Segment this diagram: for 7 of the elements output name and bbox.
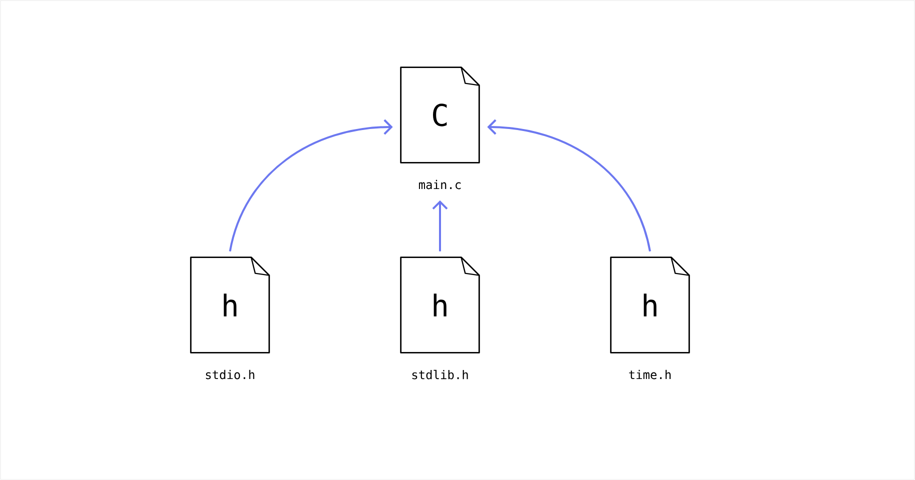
file-name-label: stdlib.h [412,370,468,380]
arrow [432,200,448,252]
arrow [487,119,651,252]
file-name-label: main.c [418,180,461,190]
file-name-label: stdio.h [206,370,254,380]
file-name-label: time.h [629,370,671,380]
arrow [229,119,393,252]
